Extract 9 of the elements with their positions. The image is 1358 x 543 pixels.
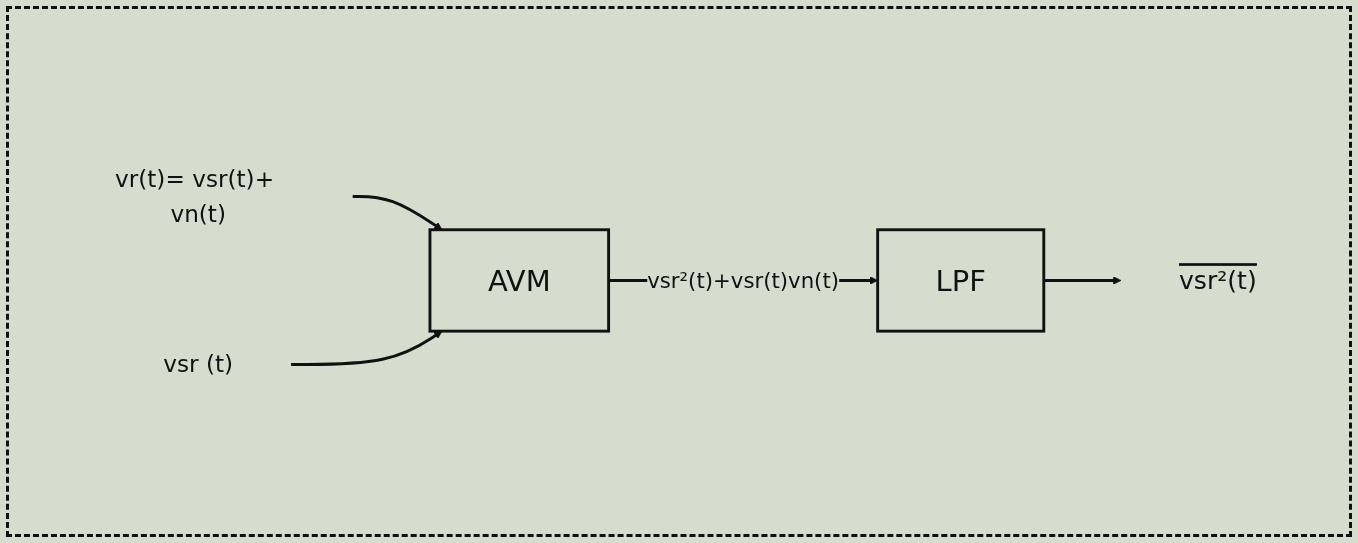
arrow — [352, 194, 443, 230]
node-text: vsr (t) — [163, 350, 233, 378]
arrow — [290, 330, 443, 366]
node-text: vr(t)= vsr(t)+ vn(t) — [114, 165, 274, 228]
frame-border: vsr²(t)+vsr(t)vn(t) vr(t)= vsr(t)+ vn(t) AVM vsr (t) LPF vsr²(t) — [6, 6, 1352, 537]
node-text: vsr²(t) — [1178, 265, 1257, 295]
node-box — [876, 228, 1046, 333]
arrow — [1043, 275, 1122, 285]
node-box — [428, 228, 610, 333]
